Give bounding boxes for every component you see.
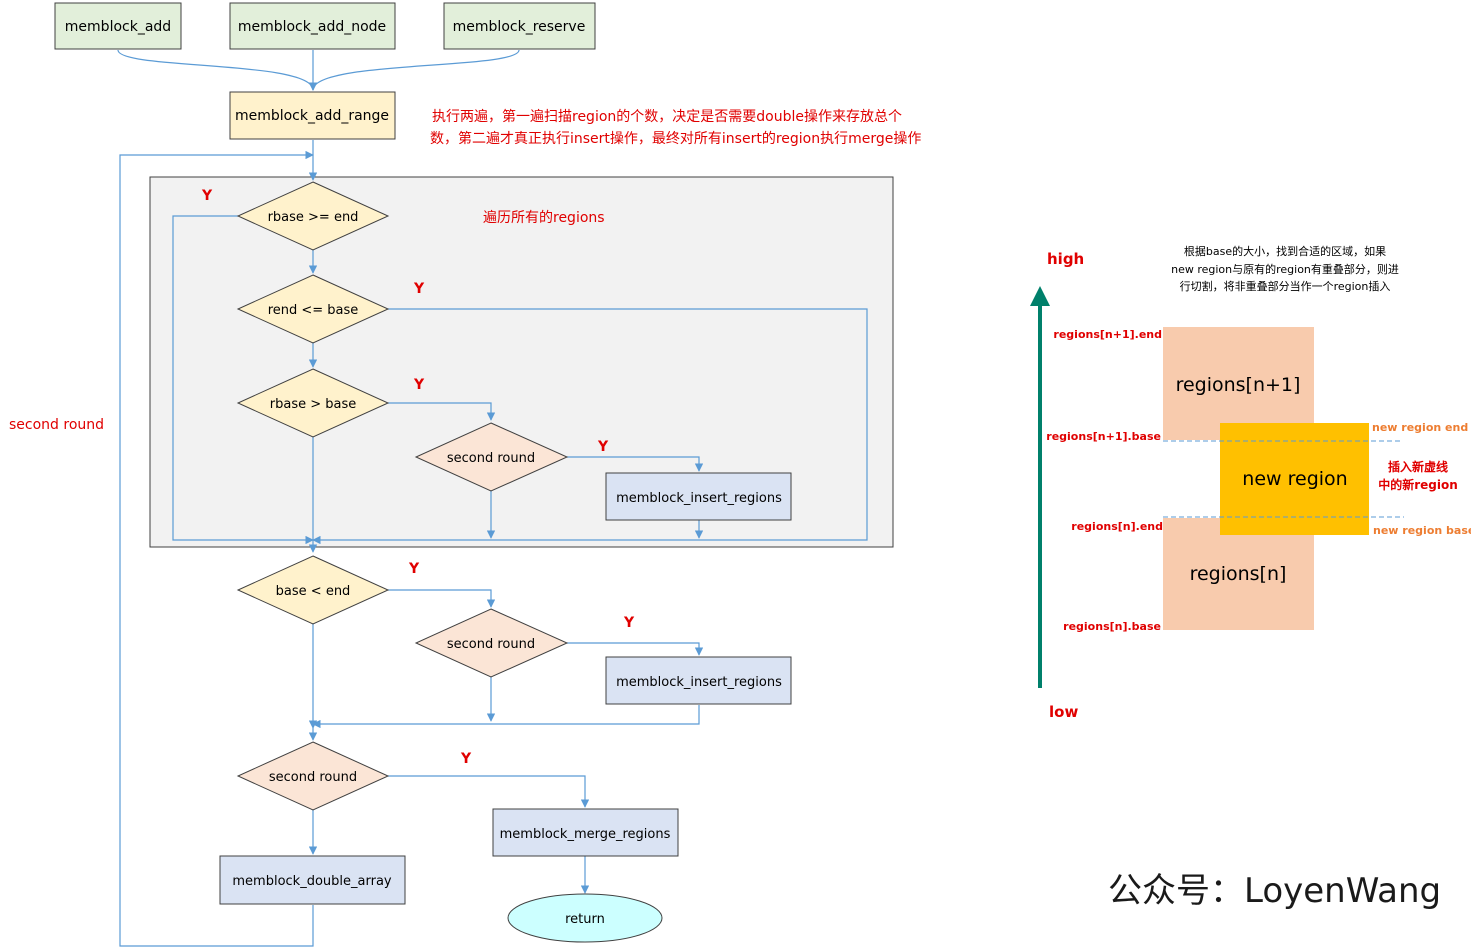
- process-merge-regions: memblock_merge_regions: [492, 808, 679, 857]
- region-upper: [1163, 327, 1314, 440]
- process-merge-regions-label: memblock_merge_regions: [500, 827, 671, 842]
- process-double-array: memblock_double_array: [219, 855, 406, 905]
- input-memblock-add-label: memblock_add: [65, 19, 171, 35]
- axis-low-label: low: [1049, 703, 1078, 721]
- yes-label: Y: [413, 281, 425, 297]
- decision-base-lt-end-label: base < end: [276, 584, 351, 599]
- side-title-line-2: new region与原有的region有重叠部分，则进: [1171, 262, 1399, 276]
- decision-rend-le-base-label: rend <= base: [268, 303, 359, 318]
- terminal-return: return: [507, 893, 663, 943]
- side-title-line-3: 行切割，将非重叠部分当作一个region插入: [1180, 279, 1391, 293]
- lower-base-label: regions[n].base: [1063, 620, 1161, 633]
- new-region-boundary-labels: new region end new region base: [1372, 421, 1471, 537]
- region-new: [1220, 423, 1369, 535]
- new-end-label: new region end: [1372, 421, 1468, 434]
- decision-rend-le-base: rend <= base: [236, 274, 390, 344]
- yes-labels: Y Y Y Y Y Y Y: [201, 188, 635, 767]
- upper-end-label: regions[n+1].end: [1053, 328, 1162, 341]
- region-new-label: new region: [1242, 468, 1347, 490]
- decision-second-round-3-label: second round: [269, 770, 357, 785]
- side-title-line-1: 根据base的大小，找到合适的区域，如果: [1184, 244, 1386, 258]
- yes-label: Y: [623, 615, 635, 631]
- input-memblock-add: memblock_add: [54, 2, 182, 50]
- insert-note-line-1: 插入新虚线: [1388, 459, 1448, 474]
- decision-base-lt-end: base < end: [236, 555, 390, 625]
- region-upper-label: regions[n+1]: [1176, 374, 1301, 396]
- decision-second-round-1-label: second round: [447, 451, 535, 466]
- loop-label: 遍历所有的regions: [483, 210, 605, 226]
- outer-loop-label: second round: [9, 417, 104, 433]
- input-memblock-add-node-label: memblock_add_node: [238, 19, 386, 35]
- process-insert-regions-2: memblock_insert_regions: [605, 656, 792, 705]
- note-line-2: 数，第二遍才真正执行insert操作，最终对所有insert的region执行m…: [430, 130, 921, 147]
- insert-note-line-2: 中的新region: [1378, 477, 1458, 492]
- new-base-label: new region base: [1373, 524, 1471, 537]
- process-insert-regions-2-label: memblock_insert_regions: [616, 675, 782, 690]
- flow-connectors: [117, 49, 868, 947]
- region-lower: [1163, 518, 1314, 630]
- decision-rbase-ge-end: rbase >= end: [236, 181, 390, 251]
- process-insert-regions-1: memblock_insert_regions: [605, 472, 792, 521]
- upper-base-label: regions[n+1].base: [1046, 430, 1161, 443]
- input-memblock-reserve-label: memblock_reserve: [453, 19, 586, 35]
- decision-rbase-ge-end-label: rbase >= end: [268, 210, 359, 225]
- decision-rbase-gt-base: rbase > base: [236, 368, 390, 438]
- add-range-label: memblock_add_range: [235, 108, 389, 124]
- decision-rbase-gt-base-label: rbase > base: [270, 397, 356, 412]
- input-memblock-reserve: memblock_reserve: [443, 2, 596, 50]
- decision-second-round-2-label: second round: [447, 637, 535, 652]
- decision-second-round-2: second round: [414, 608, 569, 678]
- terminal-return-label: return: [565, 912, 605, 927]
- yes-label: Y: [597, 439, 609, 455]
- decision-second-round-3: second round: [236, 741, 390, 811]
- region-lower-label: regions[n]: [1190, 563, 1287, 585]
- add-range-box: memblock_add_range: [229, 91, 396, 140]
- yes-label: Y: [201, 188, 213, 204]
- yes-label: Y: [408, 561, 420, 577]
- input-memblock-add-node: memblock_add_node: [229, 2, 396, 50]
- axis-high-label: high: [1047, 250, 1084, 268]
- process-insert-regions-1-label: memblock_insert_regions: [616, 491, 782, 506]
- region-boundary-labels: regions[n+1].end regions[n+1].base regio…: [1046, 328, 1163, 633]
- yes-label: Y: [460, 751, 472, 767]
- yes-label: Y: [413, 377, 425, 393]
- note-line-1: 执行两遍，第一遍扫描region的个数，决定是否需要double操作来存放总个: [432, 108, 902, 125]
- decision-second-round-1: second round: [414, 422, 569, 492]
- watermark: 公众号：LoyenWang: [1108, 871, 1441, 911]
- lower-end-label: regions[n].end: [1071, 520, 1163, 533]
- process-double-array-label: memblock_double_array: [232, 874, 392, 889]
